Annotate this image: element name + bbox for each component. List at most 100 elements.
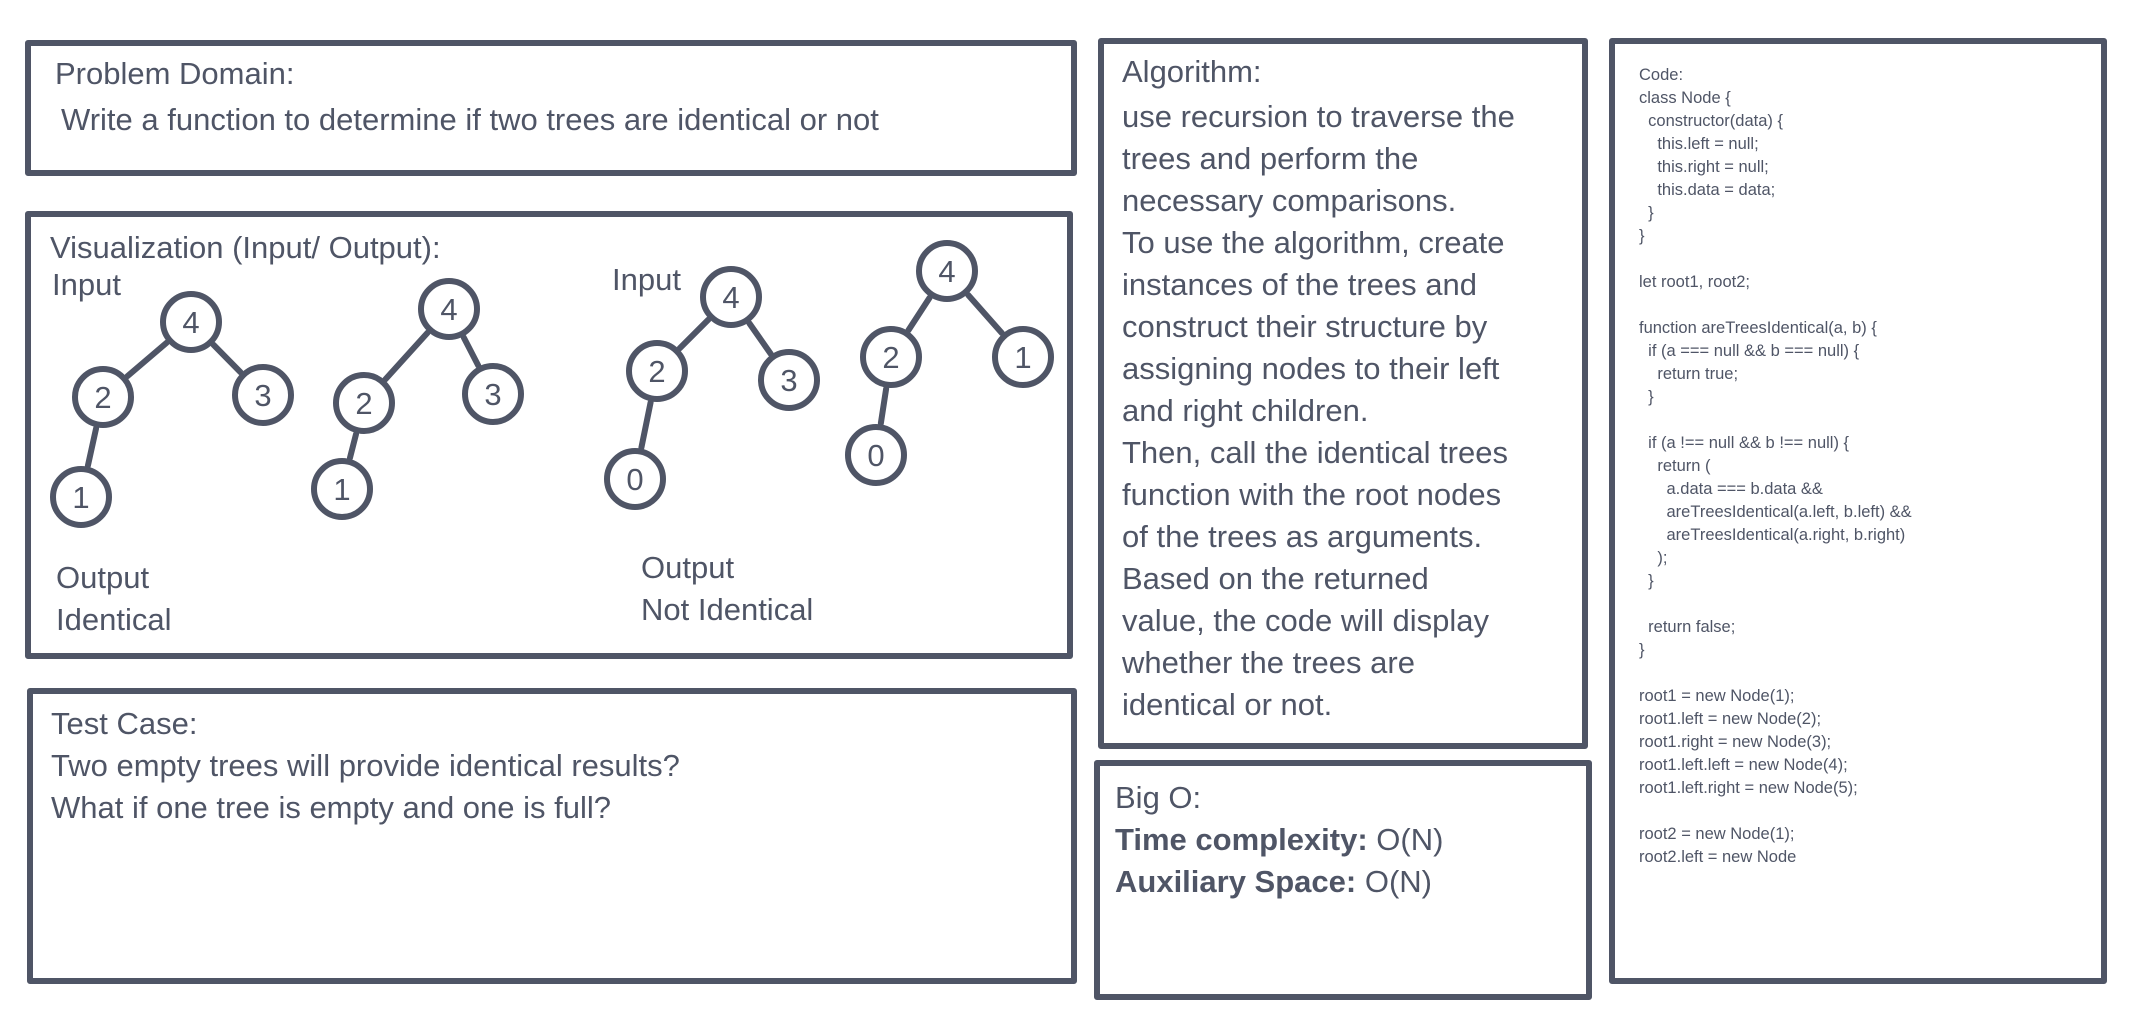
tree-edge xyxy=(382,329,431,383)
code-block: Code:class Node { constructor(data) { th… xyxy=(1639,64,1912,869)
tree-edge xyxy=(877,385,890,427)
tree-node-value: 1 xyxy=(1014,340,1031,375)
time-complexity-label: Time complexity: xyxy=(1115,822,1368,857)
example1-output-label: Output xyxy=(56,560,150,595)
tree-node-right: 3 xyxy=(758,349,820,411)
code-line: let root1, root2; xyxy=(1639,273,1750,291)
code-line: return false; xyxy=(1639,618,1736,636)
code-line: root2.left = new Node xyxy=(1639,848,1797,866)
code-line: class Node { xyxy=(1639,89,1731,107)
tree-node-circle xyxy=(418,278,480,340)
example1-input-label: Input xyxy=(52,267,121,302)
code-line xyxy=(1639,662,1912,685)
tree-node-value: 4 xyxy=(938,254,955,289)
code-line: function areTreesIdentical(a, b) { xyxy=(1639,319,1877,337)
tree-node-circle xyxy=(845,424,907,486)
tree-node-circle xyxy=(232,364,294,426)
tree-edge xyxy=(210,341,244,376)
code-line xyxy=(1639,294,1912,317)
problem-domain-title: Problem Domain: xyxy=(55,56,295,91)
time-complexity-value: O(N) xyxy=(1367,822,1444,857)
tree-node-root: 4 xyxy=(916,240,978,302)
test-case-line-2: What if one tree is empty and one is ful… xyxy=(51,790,612,825)
tree-node-value: 3 xyxy=(484,377,501,412)
example2-output-label: Output xyxy=(641,550,735,585)
code-line xyxy=(1639,800,1912,823)
example2-input-label: Input xyxy=(612,262,681,297)
visualization-title: Visualization (Input/ Output): xyxy=(50,230,441,265)
tree-edge xyxy=(346,431,360,461)
tree-node-root: 4 xyxy=(160,291,222,353)
tree-node-root: 4 xyxy=(418,278,480,340)
tree-node-right: 3 xyxy=(232,364,294,426)
code-line xyxy=(1639,593,1912,616)
code-line: this.data = data; xyxy=(1639,181,1776,199)
code-line: if (a !== null && b !== null) { xyxy=(1639,434,1850,452)
tree-edge xyxy=(460,334,482,369)
tree-node-circle xyxy=(604,448,666,510)
tree-edge xyxy=(124,339,170,380)
tree-node-circle xyxy=(860,326,922,388)
code-line: } xyxy=(1639,641,1645,659)
tree-node-left-left: 0 xyxy=(845,424,907,486)
code-line: a.data === b.data && xyxy=(1639,480,1823,498)
code-line: } xyxy=(1639,204,1654,222)
algorithm-line: whether the trees are xyxy=(1122,645,1415,680)
code-line: root2 = new Node(1); xyxy=(1639,825,1795,843)
code-panel: Code:class Node { constructor(data) { th… xyxy=(1609,38,2107,984)
code-line: root1.right = new Node(3); xyxy=(1639,733,1832,751)
code-line: root1.left = new Node(2); xyxy=(1639,710,1822,728)
tree-node-left: 2 xyxy=(72,366,134,428)
tree-node-circle xyxy=(626,340,688,402)
tree-node-right: 3 xyxy=(462,363,524,425)
algorithm-line: use recursion to traverse the xyxy=(1122,99,1515,134)
code-line: } xyxy=(1639,227,1645,245)
big-o-panel: Big O: Time complexity: O(N) Auxiliary S… xyxy=(1094,760,1592,1000)
algorithm-line: To use the algorithm, create xyxy=(1122,225,1505,260)
tree-node-value: 4 xyxy=(440,292,457,327)
problem-domain-text: Write a function to determine if two tre… xyxy=(61,102,879,137)
tree-node-value: 3 xyxy=(254,378,271,413)
tree-node-circle xyxy=(916,240,978,302)
code-line: areTreesIdentical(a.left, b.left) && xyxy=(1639,503,1912,521)
tree-node-circle xyxy=(311,458,373,520)
tree-edge xyxy=(84,425,100,469)
big-o-title: Big O: xyxy=(1115,780,1202,815)
auxiliary-space-value: O(N) xyxy=(1356,864,1432,899)
problem-domain-panel: Problem Domain: Write a function to dete… xyxy=(25,40,1077,176)
algorithm-line: of the trees as arguments. xyxy=(1122,519,1483,554)
code-line: if (a === null && b === null) { xyxy=(1639,342,1860,360)
tree-node-root: 4 xyxy=(700,266,762,328)
tree-node-right: 1 xyxy=(992,326,1054,388)
algorithm-line: Then, call the identical trees xyxy=(1122,435,1508,470)
tree-node-value: 4 xyxy=(722,280,739,315)
tree-node-circle xyxy=(72,366,134,428)
tree-node-left: 2 xyxy=(626,340,688,402)
algorithm-line: function with the root nodes xyxy=(1122,477,1502,512)
auxiliary-space-line: Auxiliary Space: O(N) xyxy=(1115,864,1432,900)
tree-edge xyxy=(905,294,933,334)
tree-node-left: 2 xyxy=(860,326,922,388)
code-line: this.left = null; xyxy=(1639,135,1759,153)
example1-output-value: Identical xyxy=(56,602,172,637)
algorithm-line: identical or not. xyxy=(1122,687,1333,722)
algorithm-line: value, the code will display xyxy=(1122,603,1490,638)
code-line: ); xyxy=(1639,549,1668,567)
algorithm-line: necessary comparisons. xyxy=(1122,183,1457,218)
tree-edge xyxy=(676,316,712,352)
code-line: areTreesIdentical(a.right, b.right) xyxy=(1639,526,1906,544)
algorithm-line: instances of the trees and xyxy=(1122,267,1478,302)
code-line: constructor(data) { xyxy=(1639,112,1783,130)
tree-node-value: 2 xyxy=(94,380,111,415)
algorithm-panel: Algorithm: use recursion to traverse the… xyxy=(1098,38,1588,749)
visualization-panel: Visualization (Input/ Output): Input Inp… xyxy=(25,211,1073,659)
tree-node-value: 1 xyxy=(72,480,89,515)
auxiliary-space-label: Auxiliary Space: xyxy=(1115,864,1357,899)
code-line: root1.left.right = new Node(5); xyxy=(1639,779,1858,797)
code-line: return true; xyxy=(1639,365,1739,383)
algorithm-title: Algorithm: xyxy=(1122,54,1262,89)
algorithm-line: trees and perform the xyxy=(1122,141,1419,176)
code-line: this.right = null; xyxy=(1639,158,1769,176)
tree-node-circle xyxy=(462,363,524,425)
